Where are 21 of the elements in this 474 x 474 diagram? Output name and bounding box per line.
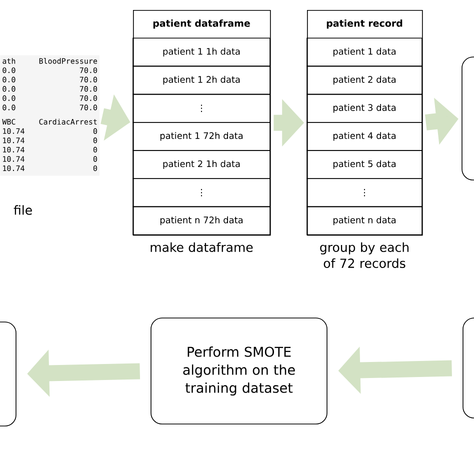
rounded-box bbox=[0, 322, 16, 426]
table-row: patient n data bbox=[306, 206, 422, 236]
table-row: patient 1 72h data bbox=[132, 122, 270, 151]
table-row: patient 1 1h data bbox=[132, 38, 270, 67]
node-label: group by each of 72 records bbox=[320, 242, 408, 268]
node-label: make dataframe bbox=[150, 242, 253, 252]
table-row: patient n 72h data bbox=[132, 206, 270, 236]
process-box: Perform SMOTE algorithm on the training dataset bbox=[150, 318, 328, 424]
table-row: ⋮ bbox=[132, 178, 270, 208]
table-row: patient 5 data bbox=[306, 150, 422, 179]
table-row: patient 3 data bbox=[306, 94, 422, 123]
table-row: patient 1 2h data bbox=[132, 66, 270, 95]
table-row: ⋮ bbox=[306, 178, 422, 208]
table-row: patient 1 data bbox=[306, 38, 422, 67]
table-row: patient 2 1h data bbox=[132, 150, 270, 179]
rounded-box bbox=[462, 56, 474, 180]
table-row: ⋮ bbox=[132, 94, 270, 123]
table-row: patient 2 data bbox=[306, 66, 422, 95]
rounded-box bbox=[462, 318, 474, 418]
node-label: file bbox=[14, 205, 32, 215]
table-row: patient 4 data bbox=[306, 122, 422, 151]
